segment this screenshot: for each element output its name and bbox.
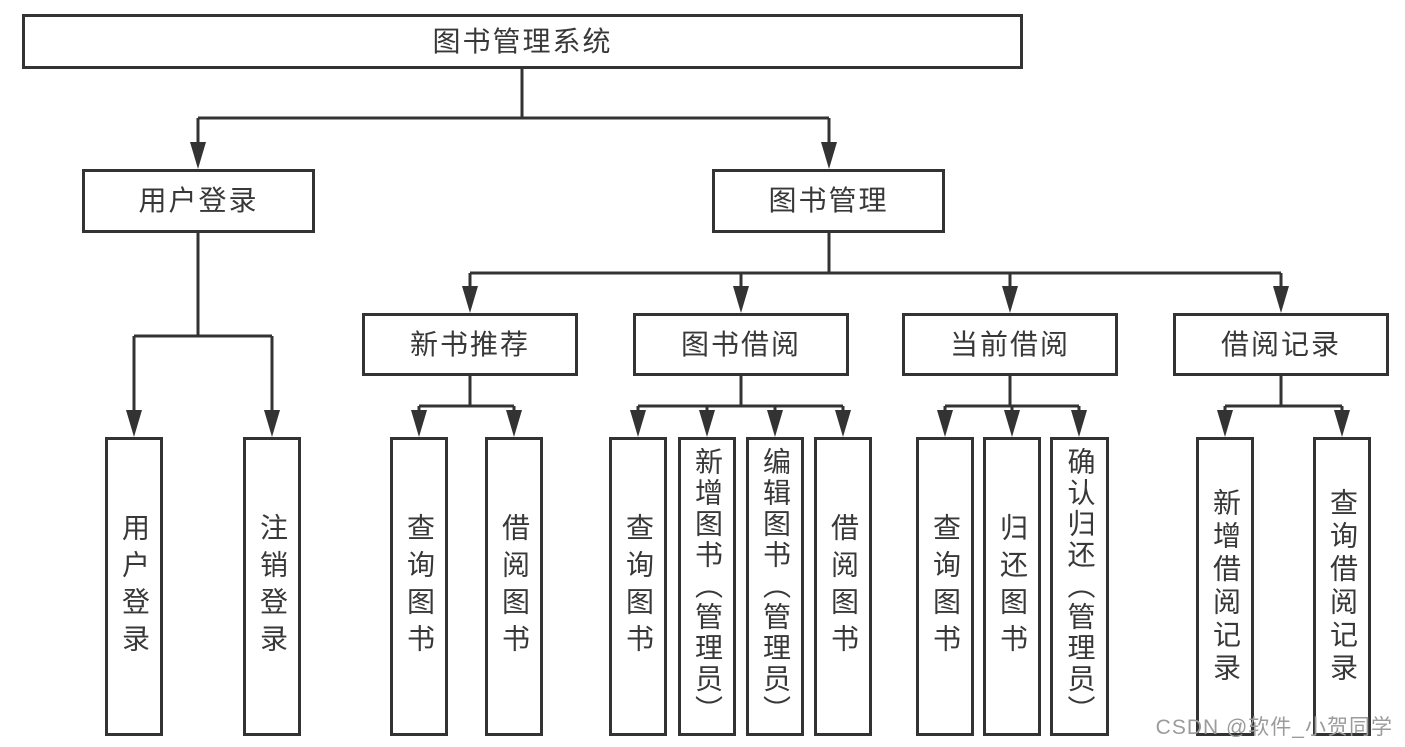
node-user-login-group: 用户登录 (82, 169, 315, 233)
node-cb-query-book: 查询图书 (916, 437, 974, 736)
node-rec-borrow-book: 借阅图书 (485, 437, 543, 736)
node-label: 用户登录 (138, 185, 259, 216)
node-label: 编辑图书（管理员） (760, 447, 791, 726)
arrowhead-icon (190, 142, 206, 169)
node-root: 图书管理系统 (22, 14, 1023, 69)
node-book-borrow: 图书借阅 (633, 313, 849, 376)
node-label: 确认归还（管理员） (1064, 447, 1096, 726)
node-leaf-user-login: 用户登录 (105, 437, 163, 736)
arrowhead-icon (264, 410, 280, 437)
node-label: 借阅记录 (1220, 328, 1341, 360)
node-bb-edit-book: 编辑图书（管理员） (746, 437, 804, 736)
arrowhead-icon (1002, 286, 1018, 313)
node-bb-query-book: 查询图书 (609, 437, 667, 736)
node-label: 查询借阅记录 (1327, 487, 1358, 686)
node-br-query-record: 查询借阅记录 (1313, 437, 1371, 736)
node-label: 查询图书 (623, 512, 654, 661)
node-bb-add-book: 新增图书（管理员） (678, 437, 736, 736)
arrowhead-icon (937, 410, 953, 437)
node-label: 查询图书 (930, 512, 961, 661)
node-label: 当前借阅 (949, 328, 1070, 360)
arrowhead-icon (1071, 410, 1087, 437)
arrowhead-icon (835, 410, 851, 437)
arrowhead-icon (506, 410, 522, 437)
node-book-mgmt: 图书管理 (712, 169, 945, 233)
arrowhead-icon (1334, 410, 1350, 437)
node-cb-return-book: 归还图书 (983, 437, 1041, 736)
node-rec-query-book: 查询图书 (390, 437, 448, 736)
node-label: 新增图书（管理员） (692, 447, 723, 726)
node-label: 借阅图书 (828, 512, 859, 661)
node-label: 用户登录 (119, 512, 150, 661)
node-br-add-record: 新增借阅记录 (1196, 437, 1254, 736)
node-current-borrow: 当前借阅 (902, 313, 1118, 376)
arrowhead-icon (1217, 410, 1233, 437)
arrowhead-icon (462, 286, 478, 313)
node-label: 借阅图书 (499, 512, 530, 661)
node-label: 新书推荐 (409, 328, 530, 360)
arrowhead-icon (767, 410, 783, 437)
node-new-book-rec: 新书推荐 (362, 313, 578, 376)
arrowhead-icon (1004, 410, 1020, 437)
node-cb-confirm-return: 确认归还（管理员） (1050, 437, 1109, 736)
arrowhead-icon (126, 410, 142, 437)
node-leaf-logout: 注销登录 (243, 437, 301, 736)
node-label: 图书借阅 (680, 328, 801, 360)
arrowhead-icon (733, 286, 749, 313)
arrowhead-icon (1273, 286, 1289, 313)
watermark: CSDN @软件_小贺同学 (1155, 716, 1393, 739)
node-label: 归还图书 (997, 512, 1028, 661)
node-label: 新增借阅记录 (1210, 487, 1241, 686)
arrowhead-icon (630, 410, 646, 437)
node-label: 注销登录 (257, 512, 288, 661)
arrowhead-icon (699, 410, 715, 437)
node-label: 图书管理系统 (432, 25, 613, 57)
node-label: 图书管理 (768, 185, 889, 216)
arrowhead-icon (821, 142, 837, 169)
arrowhead-icon (411, 410, 427, 437)
node-label: 查询图书 (404, 512, 435, 661)
node-bb-borrow-book: 借阅图书 (814, 437, 872, 736)
node-borrow-records: 借阅记录 (1173, 313, 1389, 376)
